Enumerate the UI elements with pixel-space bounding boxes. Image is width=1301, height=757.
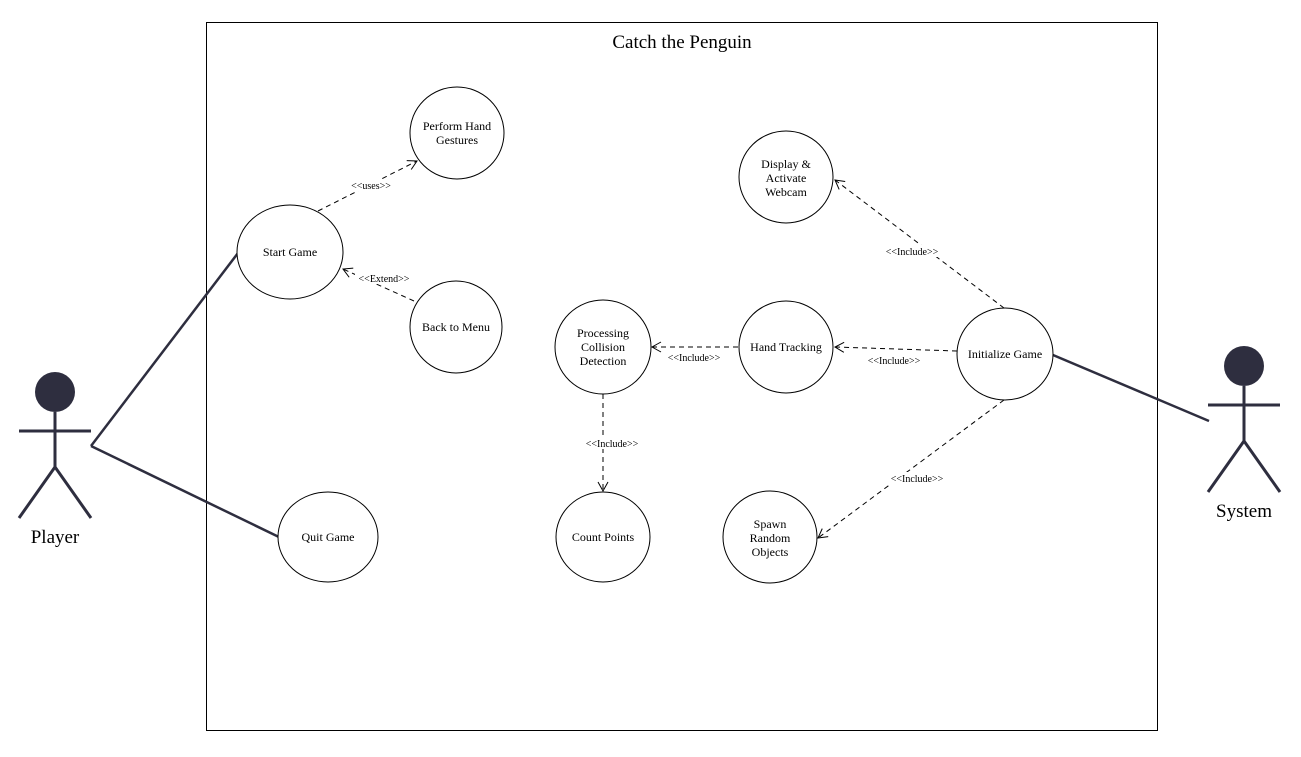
use-case-label-line: Hand Tracking [750, 340, 822, 354]
svg-text:Quit Game: Quit Game [302, 530, 355, 544]
actor-system-label: System [1216, 501, 1272, 522]
association-player-quit-game [90, 444, 282, 540]
svg-text:Back to Menu: Back to Menu [422, 320, 490, 334]
actor-system: System [1206, 346, 1282, 522]
actor-left-leg [1206, 440, 1246, 493]
actor-head-icon [35, 372, 75, 412]
association-player-start-game [90, 252, 239, 447]
use-case-label-line: Display & [761, 157, 811, 171]
use-case-label-line: Webcam [765, 185, 807, 199]
actor-right-leg [53, 466, 93, 519]
svg-text:Start Game: Start Game [263, 245, 317, 259]
relation-include-spawn-label: <<Include>> [891, 474, 944, 485]
relation-include-spawn-line [817, 399, 1005, 539]
relation-extend-line [342, 267, 415, 302]
svg-text:Hand Tracking: Hand Tracking [750, 340, 822, 354]
use-case-label-line: Detection [580, 354, 627, 368]
relation-include-webcam-line [834, 179, 1005, 309]
relation-uses-label: <<uses>> [351, 181, 391, 192]
use-case-start-game: Start Game [236, 204, 344, 300]
use-case-label-line: Start Game [263, 245, 317, 259]
use-case-quit-game: Quit Game [277, 491, 379, 583]
diagram-title: Catch the Penguin [612, 32, 752, 53]
use-case-back-to-menu: Back to Menu [409, 280, 503, 374]
actor-player-label: Player [31, 527, 80, 548]
relation-include-hand-tracking-label: <<Include>> [868, 356, 921, 367]
relation-include-hand-tracking-line [833, 341, 958, 353]
relation-include-collision-label: <<Include>> [668, 353, 721, 364]
use-case-initialize-game: Initialize Game [956, 307, 1054, 401]
relation-include-webcam-label: <<Include>> [886, 247, 939, 258]
actor-right-leg [1242, 440, 1282, 493]
use-case-label-line: Initialize Game [968, 347, 1042, 361]
association-system-initialize-game [1052, 353, 1210, 423]
relation-extend-label: <<Extend>> [359, 274, 410, 285]
system-boundary [206, 22, 1158, 731]
actor-head-icon [1224, 346, 1264, 386]
use-case-label-line: Spawn [754, 517, 787, 531]
use-case-label-line: Perform Hand [423, 119, 491, 133]
use-case-label-line: Processing [577, 326, 629, 340]
use-case-label-line: Random [750, 531, 791, 545]
use-case-label-line: Activate [766, 171, 807, 185]
svg-text:Initialize Game: Initialize Game [968, 347, 1042, 361]
use-case-label-line: Gestures [436, 133, 478, 147]
use-case-count-points: Count Points [555, 491, 651, 583]
use-case-label-line: Count Points [572, 530, 635, 544]
use-case-label-line: Objects [752, 545, 789, 559]
use-case-hand-tracking: Hand Tracking [738, 300, 834, 394]
actor-player: Player [17, 372, 93, 548]
svg-text:Count Points: Count Points [572, 530, 635, 544]
actor-left-leg [17, 466, 57, 519]
use-case-label-line: Quit Game [302, 530, 355, 544]
use-case-label-line: Collision [581, 340, 625, 354]
relation-include-count-label: <<Include>> [586, 439, 639, 450]
use-case-label-line: Back to Menu [422, 320, 490, 334]
